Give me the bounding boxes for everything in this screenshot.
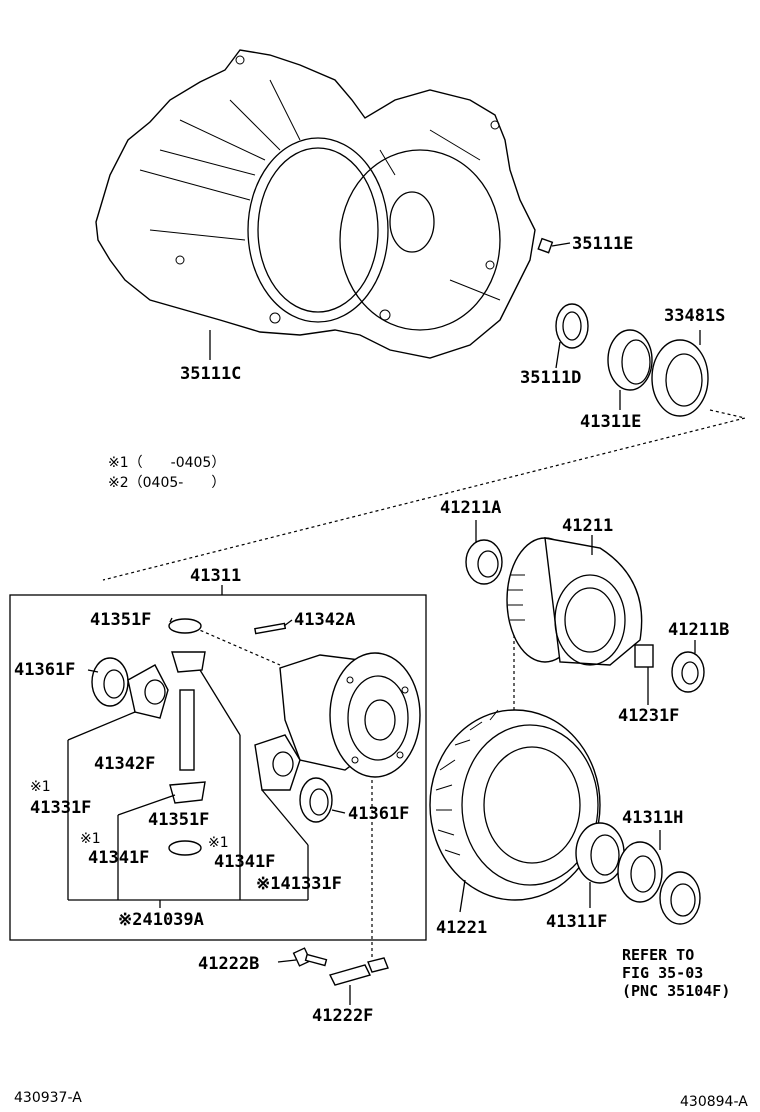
label-41211a[interactable]: 41211A (440, 498, 502, 518)
label-41222f[interactable]: 41222F (312, 1006, 374, 1026)
pinion-shaft (179, 689, 195, 771)
label-41311h[interactable]: 41311H (622, 808, 684, 828)
label-35111c[interactable]: 35111C (180, 364, 242, 384)
reference-line-2: FIG 35-03 (622, 964, 704, 982)
differential-assembly-frame (9, 594, 427, 941)
reference-line-1: REFER TO (622, 946, 695, 964)
label-41211b[interactable]: 41211B (668, 620, 730, 640)
bearing-41211a-illustration (465, 520, 503, 585)
thrust-washer-41361f-right (299, 777, 333, 823)
shaft-41231f (634, 644, 654, 668)
label-41231f[interactable]: 41231F (618, 706, 680, 726)
transaxle-housing-illustration (95, 49, 571, 360)
note-mark-2: ※2（0405- ） (108, 475, 226, 491)
illustration-code-right: 430894-A (680, 1094, 748, 1110)
differential-case-illustration (194, 619, 421, 778)
thrust-washer-41361f-left (91, 657, 129, 707)
label-41331f[interactable]: 41331F (30, 798, 92, 818)
label-41311f[interactable]: 41311F (546, 912, 608, 932)
washer-41351f-top (168, 618, 202, 634)
label-33481s[interactable]: 33481S (664, 306, 726, 326)
label-41341f-right[interactable]: 41341F (214, 852, 276, 872)
label-41341f-left[interactable]: 41341F (88, 848, 150, 868)
carrier-41211-illustration (506, 535, 643, 666)
bearing-41311f-illustration (575, 822, 701, 925)
reference-line-3: (PNC 35104F) (622, 982, 731, 1000)
mark-1-41341f-right: ※1 (208, 835, 229, 851)
side-gear-right (254, 734, 301, 791)
label-41222b[interactable]: 41222B (198, 954, 260, 974)
ring-gear-41221-illustration (429, 709, 601, 913)
label-41351f-top[interactable]: 41351F (90, 610, 152, 630)
label-41311[interactable]: 41311 (190, 566, 242, 586)
label-41361f-right[interactable]: 41361F (348, 804, 410, 824)
label-141331f[interactable]: ※141331F (256, 874, 342, 894)
bolt-41222b-illustration (277, 947, 328, 967)
label-241039a[interactable]: ※241039A (118, 910, 204, 930)
label-41211[interactable]: 41211 (562, 516, 614, 536)
reference-note: REFER TO FIG 35-03 (PNC 35104F) (622, 946, 730, 1000)
washer-41351f-bottom (168, 840, 202, 856)
pinion-gear-bottom (169, 781, 206, 804)
oil-seal-35111d-illustration (555, 303, 589, 369)
label-41342a[interactable]: 41342A (294, 610, 356, 630)
label-35111d[interactable]: 35111D (520, 368, 582, 388)
mark-1-41341f-left: ※1 (80, 831, 101, 847)
label-35111e[interactable]: 35111E (572, 234, 634, 254)
note-mark-1: ※1（ -0405） (108, 455, 226, 471)
label-41342f[interactable]: 41342F (94, 754, 156, 774)
label-41311e[interactable]: 41311E (580, 412, 642, 432)
label-41221[interactable]: 41221 (436, 918, 488, 938)
pinion-gear-top (171, 651, 206, 673)
label-41351f-bottom[interactable]: 41351F (148, 810, 210, 830)
label-41361f-left[interactable]: 41361F (14, 660, 76, 680)
bearing-41311e-illustration (607, 329, 709, 417)
lock-plate-41222f-illustration (328, 957, 389, 1005)
bearing-41211b (671, 651, 705, 693)
illustration-code-left: 430937-A (14, 1090, 82, 1106)
mark-1-41331f: ※1 (30, 779, 51, 795)
side-gear-left (127, 664, 169, 719)
